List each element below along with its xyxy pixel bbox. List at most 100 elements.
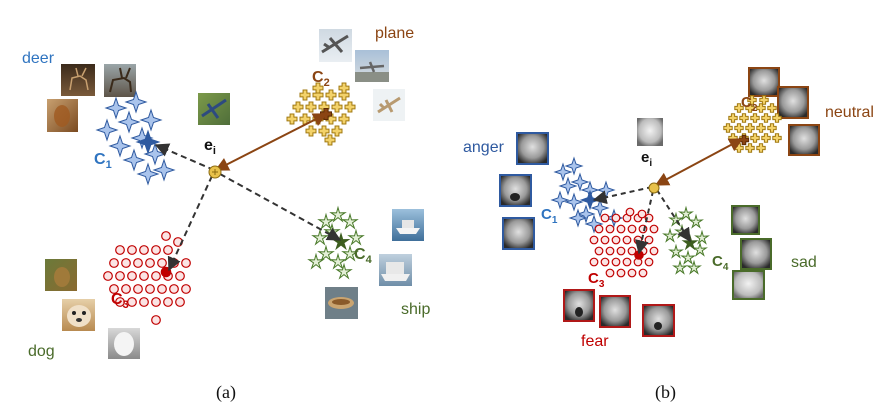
star-mark: [576, 204, 596, 224]
arrow-to-c4-b: [656, 189, 691, 243]
circle-mark: [594, 246, 604, 256]
panel-b: anger neutral sad fear C1 C2 C3 C4 ei (b…: [463, 67, 874, 403]
neutral-face-1: [748, 67, 780, 97]
circle-mark: [627, 224, 637, 234]
label-dog: dog: [28, 343, 55, 360]
circle-mark: [589, 235, 599, 245]
label-deer: deer: [22, 50, 55, 67]
circle-mark: [611, 213, 621, 223]
star-mark: [136, 162, 160, 186]
cluster-c4-stars-b: [662, 205, 710, 275]
cross-mark: [756, 123, 766, 133]
sad-face-2: [740, 238, 772, 270]
circle-mark: [175, 271, 185, 281]
arrow-to-c1-b: [592, 186, 653, 205]
cross-mark: [739, 113, 749, 123]
cross-mark: [750, 133, 760, 143]
circle-mark: [139, 297, 149, 307]
star-mark: [558, 176, 578, 196]
circle-mark: [633, 235, 643, 245]
cluster-center: [634, 250, 644, 260]
caption-a: (a): [216, 382, 236, 403]
star-mark: [688, 213, 704, 229]
plane-thumbnail-1: [319, 29, 352, 62]
arrow-to-c4: [219, 173, 342, 241]
star-mark: [329, 252, 347, 270]
circle-mark: [627, 268, 637, 278]
dog-thumbnail-2: [62, 299, 95, 331]
circle-mark: [600, 213, 610, 223]
star-mark: [335, 262, 353, 280]
label-c3-a: C3: [111, 291, 129, 311]
circle-mark: [127, 245, 137, 255]
label-sad: sad: [791, 254, 817, 271]
cross-mark: [734, 103, 744, 113]
cross-mark: [772, 133, 782, 143]
cross-mark: [734, 123, 744, 133]
cross-mark: [767, 103, 777, 113]
circle-mark: [139, 271, 149, 281]
cross-mark: [338, 113, 350, 125]
label-embedding-a: ei: [204, 137, 216, 157]
cross-mark: [305, 101, 317, 113]
circle-mark: [616, 224, 626, 234]
star-mark: [341, 244, 359, 262]
star-mark: [550, 190, 570, 210]
circle-mark: [169, 284, 179, 294]
circle-mark: [616, 268, 626, 278]
embedding-point-a: [208, 165, 222, 179]
cross-mark: [745, 103, 755, 113]
star-mark: [317, 212, 335, 230]
cross-mark: [750, 113, 760, 123]
cross-mark: [331, 125, 343, 137]
star-mark: [329, 205, 347, 223]
star-mark: [668, 211, 684, 227]
star-mark: [564, 156, 584, 176]
deer-thumbnail-1: [61, 64, 95, 96]
cross-mark: [745, 143, 755, 153]
deer-thumbnail-2: [104, 64, 136, 97]
star-mark: [662, 227, 678, 243]
circle-mark: [151, 271, 161, 281]
star-mark: [317, 244, 335, 262]
circle-mark: [133, 284, 143, 294]
cross-mark: [756, 103, 766, 113]
embedding-thumbnail-a: [198, 93, 230, 125]
cross-mark: [324, 134, 336, 146]
circle-mark: [151, 315, 161, 325]
circle-mark: [161, 231, 171, 241]
star-mark: [672, 259, 688, 275]
star-mark: [570, 172, 590, 192]
cross-mark: [759, 95, 769, 105]
ship-thumbnail-3: [325, 287, 358, 319]
circle-mark: [115, 271, 125, 281]
cross-mark: [745, 123, 755, 133]
circle-mark: [157, 284, 167, 294]
circle-mark: [605, 268, 615, 278]
circle-mark: [611, 257, 621, 267]
star-mark: [678, 205, 694, 221]
circle-mark: [622, 235, 632, 245]
cross-mark: [756, 143, 766, 153]
cluster-center: [681, 234, 699, 251]
star-mark: [692, 241, 708, 257]
circle-mark: [151, 297, 161, 307]
cross-mark: [325, 89, 337, 101]
circle-mark: [649, 224, 659, 234]
star-mark: [95, 118, 119, 142]
circle-mark: [622, 257, 632, 267]
star-mark: [668, 243, 684, 259]
neutral-face-2: [777, 86, 809, 119]
cluster-c1-stars-b: [550, 156, 624, 234]
star-mark: [686, 259, 702, 275]
embedding-point-b: [648, 182, 660, 194]
circle-mark: [616, 246, 626, 256]
label-c1-b: C1: [541, 206, 558, 226]
cross-mark: [318, 125, 330, 137]
circle-mark: [181, 284, 191, 294]
circle-mark: [600, 235, 610, 245]
circle-mark: [109, 258, 119, 268]
star-mark: [307, 252, 325, 270]
label-c3-b: C3: [588, 270, 605, 290]
star-mark: [347, 228, 365, 246]
